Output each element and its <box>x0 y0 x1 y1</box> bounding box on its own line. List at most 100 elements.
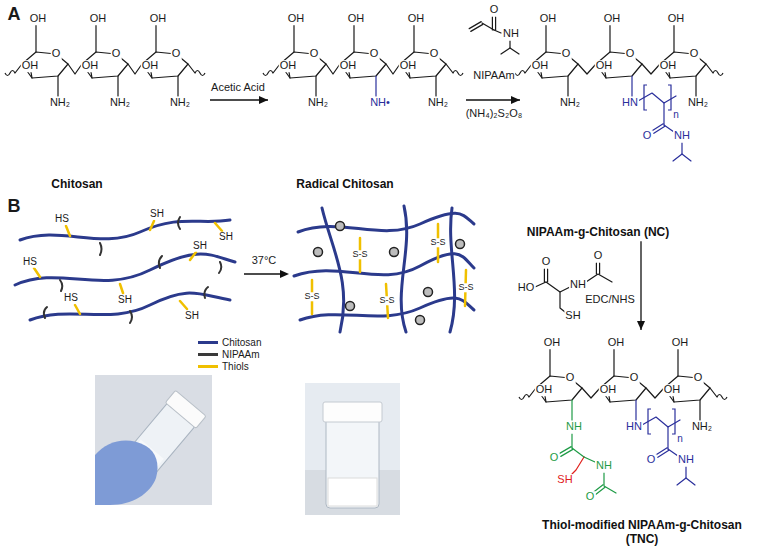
atom-label: O <box>549 452 560 464</box>
wavy-bond <box>195 71 205 76</box>
atom-label: NH₂ <box>691 421 713 433</box>
bond-line <box>35 25 36 52</box>
repeat-index: n <box>672 110 680 121</box>
bond-line <box>561 449 573 456</box>
bond-line <box>609 25 610 52</box>
bond-line <box>682 154 691 161</box>
bond-line <box>686 478 695 485</box>
bond-line <box>673 143 682 161</box>
bond-line <box>599 263 600 274</box>
nipaam-stub <box>44 217 221 323</box>
vial-body <box>326 418 379 508</box>
atom-label: NH₂ <box>169 97 191 109</box>
compound-region: Chitosan <box>6 4 210 196</box>
bond-line <box>544 269 545 282</box>
atom-label: NH• <box>369 97 391 109</box>
bond-line <box>469 22 481 29</box>
bond-line <box>289 72 290 78</box>
panel-letter: B <box>7 197 22 216</box>
disulfide-label: S-S <box>457 283 474 292</box>
bond-line <box>545 396 546 402</box>
chitosan-strand <box>294 254 474 276</box>
atom-label: OH <box>81 60 100 72</box>
atom-label: OH <box>407 13 426 25</box>
bond-line <box>494 30 501 33</box>
atom-label: OH <box>399 60 418 72</box>
bond-line <box>605 72 606 78</box>
wavy-bond <box>713 71 723 76</box>
atom-label: O <box>642 130 653 142</box>
bond-line <box>571 434 572 448</box>
compound-name: Chitosan <box>51 177 102 191</box>
atom-label: O <box>629 372 640 384</box>
bond-line <box>349 72 350 78</box>
atom-label: SH <box>556 474 573 486</box>
atom-label: OH <box>535 384 554 396</box>
atom-label: O <box>565 372 576 384</box>
atom-label: O <box>369 48 380 60</box>
bond-line <box>582 388 600 398</box>
bond-line <box>677 349 678 376</box>
bond-line <box>642 64 660 74</box>
bond-line <box>572 448 584 457</box>
atom-label: OH <box>667 13 686 25</box>
vial-cap <box>323 402 382 422</box>
atom-label: O <box>693 372 704 384</box>
bond-line <box>695 76 696 96</box>
wavy-bond <box>515 71 525 76</box>
atom-label: HO <box>517 282 536 294</box>
reaction-condition: Acetic Acid <box>210 82 266 94</box>
bond-line <box>673 25 674 52</box>
legend-swatch <box>198 365 218 368</box>
bond-line <box>409 72 410 78</box>
bond-line <box>677 467 686 485</box>
compound-name: Radical Chitosan <box>296 177 393 191</box>
atom-label: OH <box>347 13 366 25</box>
vial-gel <box>328 478 377 506</box>
bond-line <box>584 457 595 462</box>
thiol-label: HS <box>22 257 38 268</box>
bond-line <box>435 76 436 96</box>
bond-line <box>613 349 614 376</box>
atom-label: NH <box>502 28 520 40</box>
compound-region: Thiol-modified NIPAAm-g-Chitosan (TNC) <box>514 330 780 556</box>
reaction-condition: NIPAAm <box>472 70 515 82</box>
collapsed-nipaam <box>346 302 355 311</box>
compound-name: Thiol-modified NIPAAm-g-Chitosan (TNC) <box>537 518 747 547</box>
bond-line <box>293 25 294 52</box>
bond-line <box>699 400 700 420</box>
collapsed-nipaam <box>416 316 425 325</box>
atom-label: OH <box>339 60 358 72</box>
bond-line <box>571 400 572 420</box>
atom-label: O <box>171 48 182 60</box>
chitosan-strand <box>15 254 235 285</box>
atom-label: NH₂ <box>49 97 71 109</box>
arrow-head <box>511 96 520 104</box>
collapsed-nipaam <box>314 248 323 257</box>
atom-label: OH <box>531 60 550 72</box>
thiol-label: SH <box>218 232 234 243</box>
atom-label: OH <box>21 60 40 72</box>
bond-line <box>549 349 550 376</box>
thiol-label: SH <box>184 311 200 322</box>
atom-label: OH <box>659 60 678 72</box>
polymer-bracket <box>648 409 675 434</box>
atom-label: OH <box>543 337 562 349</box>
reaction-arrow <box>466 96 520 104</box>
bond-line <box>535 282 546 287</box>
atom-label: OH <box>141 60 160 72</box>
atom-label: OH <box>603 13 622 25</box>
bond-line <box>547 269 548 282</box>
thiol-label: SH <box>117 295 133 306</box>
bond-line <box>667 427 668 449</box>
bond-line <box>155 25 156 52</box>
atom-label: OH <box>599 384 618 396</box>
atom-label: O <box>561 48 572 60</box>
atom-label: O <box>585 491 596 503</box>
bond-line <box>635 400 636 420</box>
bond-line <box>609 396 610 402</box>
bond-line <box>471 24 483 31</box>
atom-label: SH <box>564 310 581 322</box>
